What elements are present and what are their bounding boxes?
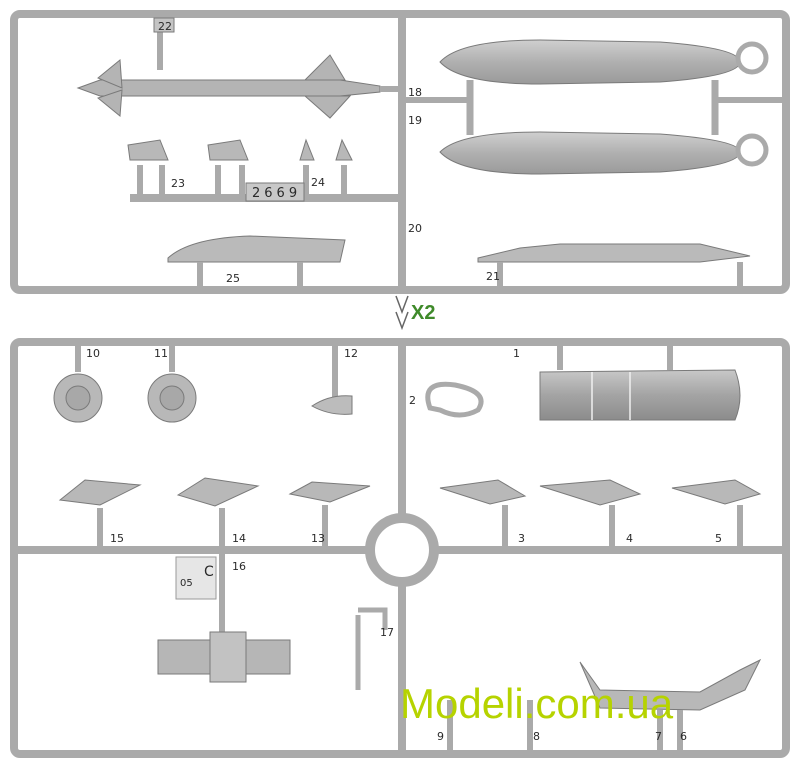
part-number: 17	[380, 626, 394, 639]
part-number: 10	[86, 347, 100, 360]
engine-cylinder-part	[539, 342, 741, 421]
small-parts-bottom	[447, 658, 762, 754]
stabilizer-parts	[58, 477, 762, 550]
wheel-parts	[53, 342, 197, 423]
strut-part	[355, 607, 388, 690]
part-number: 9	[437, 730, 444, 743]
part-number: 14	[232, 532, 246, 545]
part-number: 19	[408, 114, 422, 127]
part-number: 18	[408, 86, 422, 99]
mold-letter: C	[204, 564, 214, 580]
missile-part	[76, 17, 402, 119]
part-number: 12	[344, 347, 358, 360]
upper-sprue-frame	[10, 10, 790, 294]
part-number: 21	[486, 270, 500, 283]
fin-parts	[127, 138, 353, 202]
part-number: 20	[408, 222, 422, 235]
part-number: 1	[513, 347, 520, 360]
part-number: 11	[154, 347, 168, 360]
part-number: 23	[171, 177, 185, 190]
sprue-hub	[365, 513, 439, 587]
drop-tanks	[402, 39, 786, 175]
part-number: 5	[715, 532, 722, 545]
sprue-code: 2669	[252, 186, 301, 201]
part-number: 3	[518, 532, 525, 545]
part-number: 13	[311, 532, 325, 545]
fuselage-part	[167, 235, 751, 290]
part-number: 2	[409, 394, 416, 407]
nose-cone-part	[311, 342, 353, 415]
recycle-mark: 05	[180, 578, 193, 589]
part-number: 7	[655, 730, 662, 743]
multiplier-label: X2	[411, 302, 436, 324]
part-number: 24	[311, 176, 325, 189]
part-number: 8	[533, 730, 540, 743]
part-number: 4	[626, 532, 633, 545]
hook-part	[425, 381, 484, 418]
part-number: 22	[158, 20, 172, 33]
lower-part-numbers: 10 11 12 1 2 15 14 13 3 4 5 16 17 9 8 7 …	[86, 347, 722, 743]
part-number: 6	[680, 730, 687, 743]
gear-assembly-part	[157, 550, 291, 683]
connector	[395, 295, 409, 331]
part-number: 16	[232, 560, 246, 573]
upper-part-numbers: 22 18 19 23 24 20 25 21 2669	[158, 20, 500, 285]
part-number: 25	[226, 272, 240, 285]
part-number: 15	[110, 532, 124, 545]
watermark: Modeli.com.ua	[400, 680, 674, 727]
